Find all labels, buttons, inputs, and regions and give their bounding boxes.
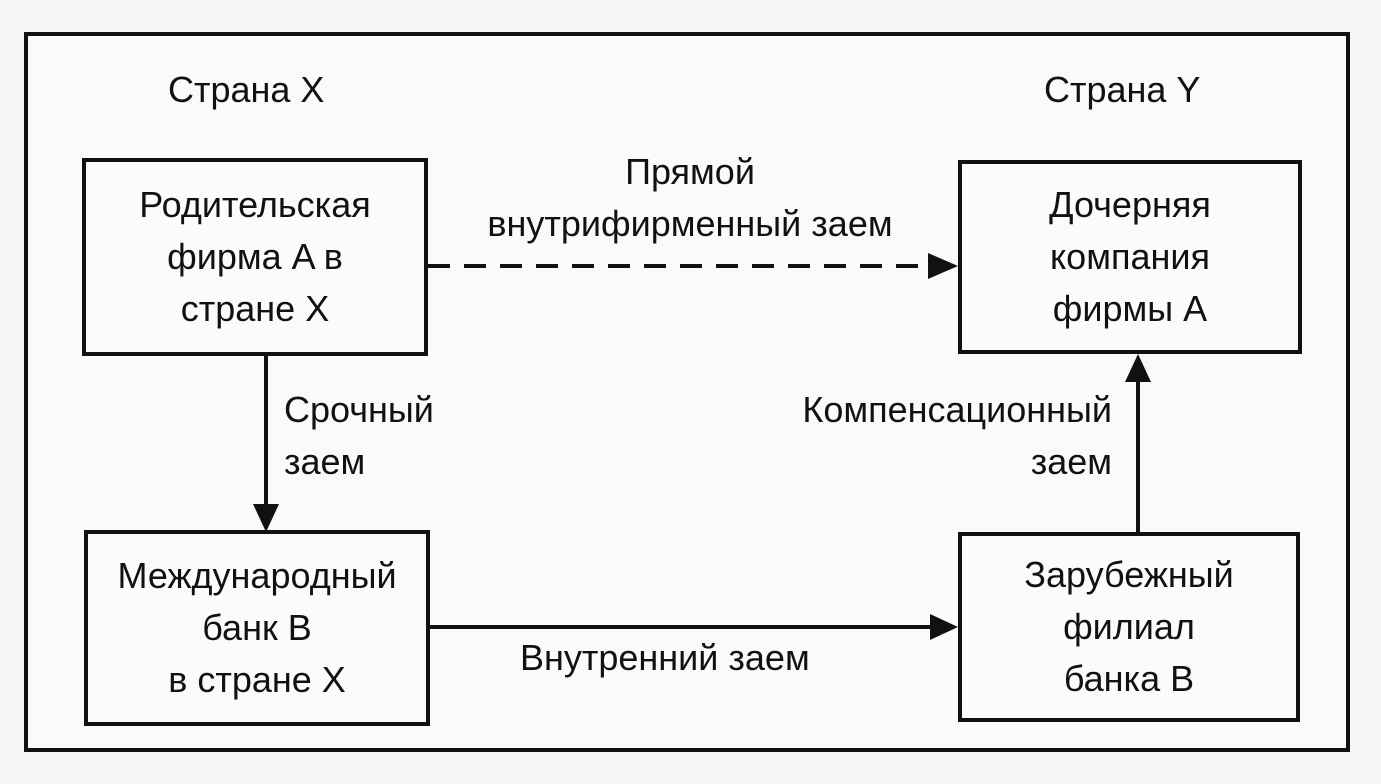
term-loan-label: Срочный заем: [284, 384, 434, 488]
internal-loan-label: Внутренний заем: [520, 632, 810, 684]
direct-loan-line-1: Прямой: [625, 151, 755, 192]
subsidiary-line-1: Дочерняя: [1049, 184, 1211, 225]
country-y-text: Страна Y: [1044, 69, 1201, 110]
foreign-branch-line-2: филиал: [1063, 606, 1195, 647]
parent-firm-box: Родительская фирма A в стране X: [82, 158, 428, 356]
subsidiary-line-3: фирмы A: [1052, 288, 1208, 329]
parent-firm-line-2: фирма A в: [167, 236, 343, 277]
subsidiary-box: Дочерняя компания фирмы A: [958, 160, 1302, 354]
intl-bank-box: Международный банк B в стране X: [84, 530, 430, 726]
country-y-label: Страна Y: [1044, 64, 1200, 116]
foreign-branch-line-1: Зарубежный: [1024, 554, 1234, 595]
compensating-loan-label: Компенсационный заем: [700, 384, 1112, 488]
direct-loan-line-2: внутрифирменный заем: [487, 203, 893, 244]
internal-loan-text: Внутренний заем: [520, 637, 810, 678]
compensating-loan-line-2: заем: [1030, 441, 1112, 482]
parent-firm-line-3: стране X: [180, 288, 330, 329]
country-x-label: Страна X: [168, 64, 324, 116]
foreign-branch-line-3: банка B: [1063, 658, 1195, 699]
term-loan-line-2: заем: [284, 441, 366, 482]
foreign-branch-box: Зарубежный филиал банка B: [958, 532, 1300, 722]
compensating-loan-line-1: Компенсационный: [802, 389, 1112, 430]
intl-bank-line-2: банк B: [202, 607, 312, 648]
direct-loan-label: Прямой внутрифирменный заем: [440, 146, 940, 250]
intl-bank-line-3: в стране X: [168, 659, 346, 700]
intl-bank-line-1: Международный: [117, 555, 397, 596]
parent-firm-line-1: Родительская: [139, 184, 371, 225]
country-x-text: Страна X: [168, 69, 325, 110]
term-loan-line-1: Срочный: [284, 389, 434, 430]
subsidiary-line-2: компания: [1050, 236, 1210, 277]
